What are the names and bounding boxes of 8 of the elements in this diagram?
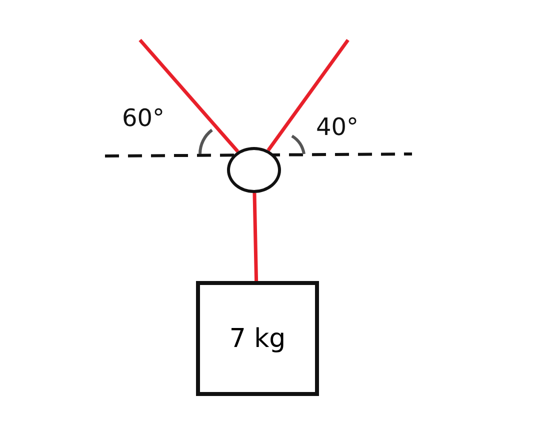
rope: [138, 38, 240, 153]
ring: [227, 147, 281, 193]
mass-label: 7 kg: [229, 324, 286, 354]
rope: [252, 192, 258, 282]
angle-label: 60°: [122, 104, 165, 132]
rope: [266, 38, 350, 152]
weight-box: [196, 281, 319, 396]
angle-label: 40°: [316, 113, 359, 141]
